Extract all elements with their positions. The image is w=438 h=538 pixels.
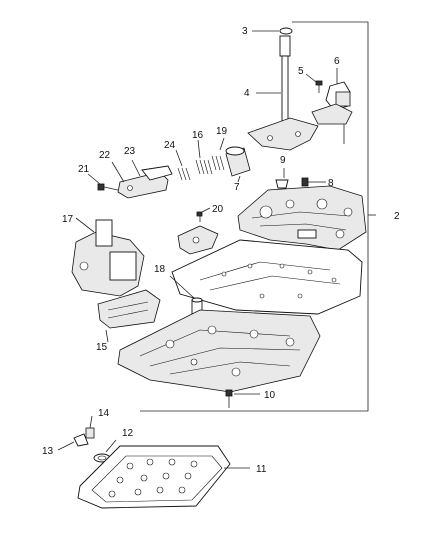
callout-23: 23 <box>124 146 136 157</box>
part-11-filter <box>77 445 250 509</box>
part-7-sleeve <box>225 146 251 183</box>
callout-4: 4 <box>244 88 250 99</box>
callout-14: 14 <box>98 408 110 419</box>
callout-20: 20 <box>212 204 224 215</box>
part-6-detent-lever <box>311 68 353 144</box>
part-22-23-bracket <box>111 159 173 199</box>
callout-13: 13 <box>42 446 54 457</box>
callout-9: 9 <box>280 155 286 166</box>
callout-17: 17 <box>62 214 74 225</box>
callout-15: 15 <box>96 342 108 353</box>
part-21-bolt <box>87 173 119 191</box>
callout-3: 3 <box>242 26 248 37</box>
part-20-screw <box>196 207 211 222</box>
callout-2: 2 <box>394 211 400 222</box>
part-19-spring <box>211 137 225 171</box>
part-13-14-clip <box>57 415 95 451</box>
part-24-spring <box>175 149 191 181</box>
part-3-oring <box>252 27 293 35</box>
part-17-solenoid <box>71 217 145 297</box>
callout-24: 24 <box>164 140 176 151</box>
callout-18: 18 <box>154 264 166 275</box>
part-10-bolt <box>225 389 260 408</box>
assembly-bracket-2 <box>140 21 376 412</box>
part-8-bolt <box>301 177 326 187</box>
callout-19: 19 <box>216 126 228 137</box>
upper-valve-body <box>237 185 367 251</box>
accumulator-block <box>177 225 219 255</box>
callout-21: 21 <box>78 164 90 175</box>
part-9-plug <box>275 168 289 189</box>
callout-labels: 3 5 6 4 24 16 19 22 23 9 21 7 8 20 2 17 … <box>42 26 400 475</box>
callout-6: 6 <box>334 56 340 67</box>
callout-12: 12 <box>122 428 134 439</box>
callout-5: 5 <box>298 66 304 77</box>
part-16-spring <box>195 139 213 175</box>
callout-16: 16 <box>192 130 204 141</box>
callout-10: 10 <box>264 390 276 401</box>
callout-11: 11 <box>256 464 267 475</box>
lower-valve-body <box>117 309 321 393</box>
callout-22: 22 <box>99 150 111 161</box>
part-5-screw <box>305 73 323 93</box>
callout-8: 8 <box>328 178 334 189</box>
callout-7: 7 <box>234 182 240 193</box>
part-15-screen <box>97 289 161 343</box>
part-4-manual-valve <box>247 35 319 151</box>
